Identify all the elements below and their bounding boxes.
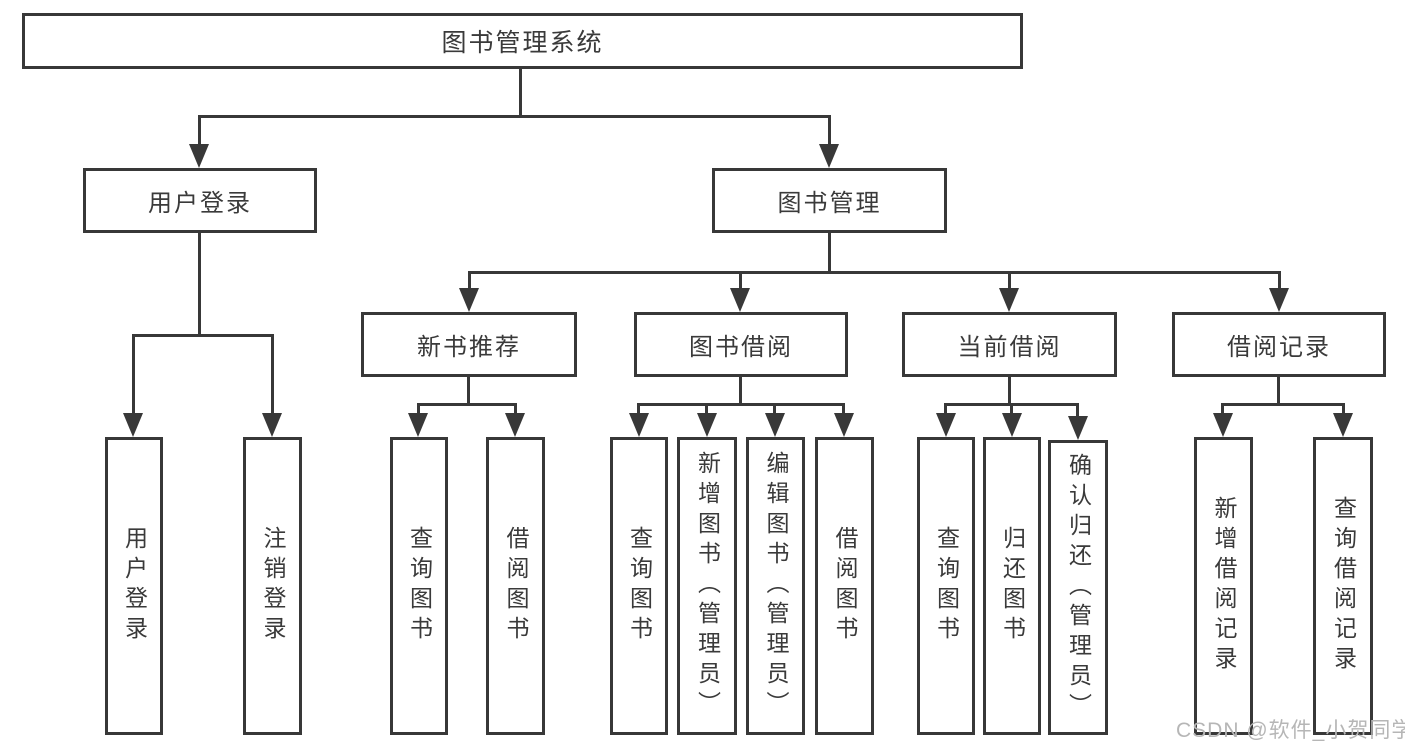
connector-sec2-branch (637, 403, 844, 406)
leaf-confirm-return-admin: 确认归还（管理员） (1048, 440, 1108, 735)
node-book-borrow: 图书借阅 (634, 312, 848, 377)
connector-sec4-branch (1221, 403, 1345, 406)
connector-sec2-stem (739, 271, 742, 291)
connector-user-leaf1-stem (132, 334, 135, 416)
arrow-sec2-leaf1 (629, 413, 649, 437)
arrow-sec1-leaf2 (505, 413, 525, 437)
node-user-login: 用户登录 (83, 168, 317, 233)
leaf-edit-books-admin: 编辑图书（管理员） (746, 437, 805, 735)
connector-sec1-leaf2-stem (514, 403, 517, 416)
arrow-to-current-borrow (999, 288, 1019, 312)
node-new-book-recommend: 新书推荐 (361, 312, 577, 377)
connector-sec1-down (467, 377, 470, 406)
connector-sec2-leaf3-stem (773, 403, 776, 416)
arrow-sec2-leaf3 (765, 413, 785, 437)
connector-sec2-leaf2-stem (705, 403, 708, 416)
arrow-to-book-mgmt (819, 144, 839, 168)
arrow-sec4-leaf2 (1333, 413, 1353, 437)
leaf-user-login: 用户登录 (105, 437, 163, 735)
connector-sec3-leaf3-stem (1076, 403, 1079, 416)
leaf-borrow-books-2: 借阅图书 (815, 437, 874, 735)
arrow-to-leaf-logout (262, 413, 282, 437)
csdn-watermark: CSDN @软件_小贺同学 (1176, 719, 1405, 742)
connector-sec3-stem (1008, 271, 1011, 291)
leaf-add-books-admin: 新增图书（管理员） (677, 437, 737, 735)
node-book-management: 图书管理 (712, 168, 947, 233)
connector-level2-branch (198, 115, 831, 118)
connector-sec2-down (739, 377, 742, 406)
connector-book-mgmt-stem (828, 115, 831, 149)
leaf-query-books-3: 查询图书 (917, 437, 975, 735)
connector-sec3-down (1008, 377, 1011, 406)
leaf-logout: 注销登录 (243, 437, 302, 735)
connector-mgmt-stem (828, 233, 831, 274)
connector-sec2-leaf1-stem (637, 403, 640, 416)
arrow-sec3-leaf1 (936, 413, 956, 437)
connector-sec4-leaf2-stem (1342, 403, 1345, 416)
connector-sec4-stem (1278, 271, 1281, 291)
arrow-sec2-leaf2 (697, 413, 717, 437)
connector-sec1-stem (468, 271, 471, 291)
connector-sec1-branch (417, 403, 517, 406)
arrow-to-user-login (189, 144, 209, 168)
connector-user-leaf2-stem (271, 334, 274, 416)
leaf-return-books: 归还图书 (983, 437, 1041, 735)
arrow-sec2-leaf4 (834, 413, 854, 437)
arrow-sec1-leaf1 (408, 413, 428, 437)
connector-sec3-leaf2-stem (1010, 403, 1013, 416)
connector-sec1-leaf1-stem (417, 403, 420, 416)
node-library-system: 图书管理系统 (22, 13, 1023, 69)
arrow-sec3-leaf2 (1002, 413, 1022, 437)
connector-sec2-leaf4-stem (842, 403, 845, 416)
leaf-query-books-1: 查询图书 (390, 437, 448, 735)
connector-root-stem (519, 69, 522, 118)
connector-level3-branch (468, 271, 1280, 274)
connector-sec4-leaf1-stem (1221, 403, 1224, 416)
arrow-to-borrow-records (1269, 288, 1289, 312)
node-borrow-records: 借阅记录 (1172, 312, 1386, 377)
leaf-borrow-books-1: 借阅图书 (486, 437, 545, 735)
arrow-to-book-borrow (730, 288, 750, 312)
arrow-sec3-leaf3 (1068, 416, 1088, 440)
connector-user-branch (132, 334, 274, 337)
connector-user-stem (198, 232, 201, 337)
node-current-borrow: 当前借阅 (902, 312, 1117, 377)
arrow-to-new-book (459, 288, 479, 312)
connector-sec4-down (1277, 377, 1280, 406)
arrow-to-leaf-user-login (123, 413, 143, 437)
leaf-query-borrow-record: 查询借阅记录 (1313, 437, 1373, 735)
connector-user-login-stem (198, 115, 201, 149)
connector-sec3-leaf1-stem (944, 403, 947, 416)
arrow-sec4-leaf1 (1213, 413, 1233, 437)
leaf-query-books-2: 查询图书 (610, 437, 668, 735)
leaf-add-borrow-record: 新增借阅记录 (1194, 437, 1253, 735)
